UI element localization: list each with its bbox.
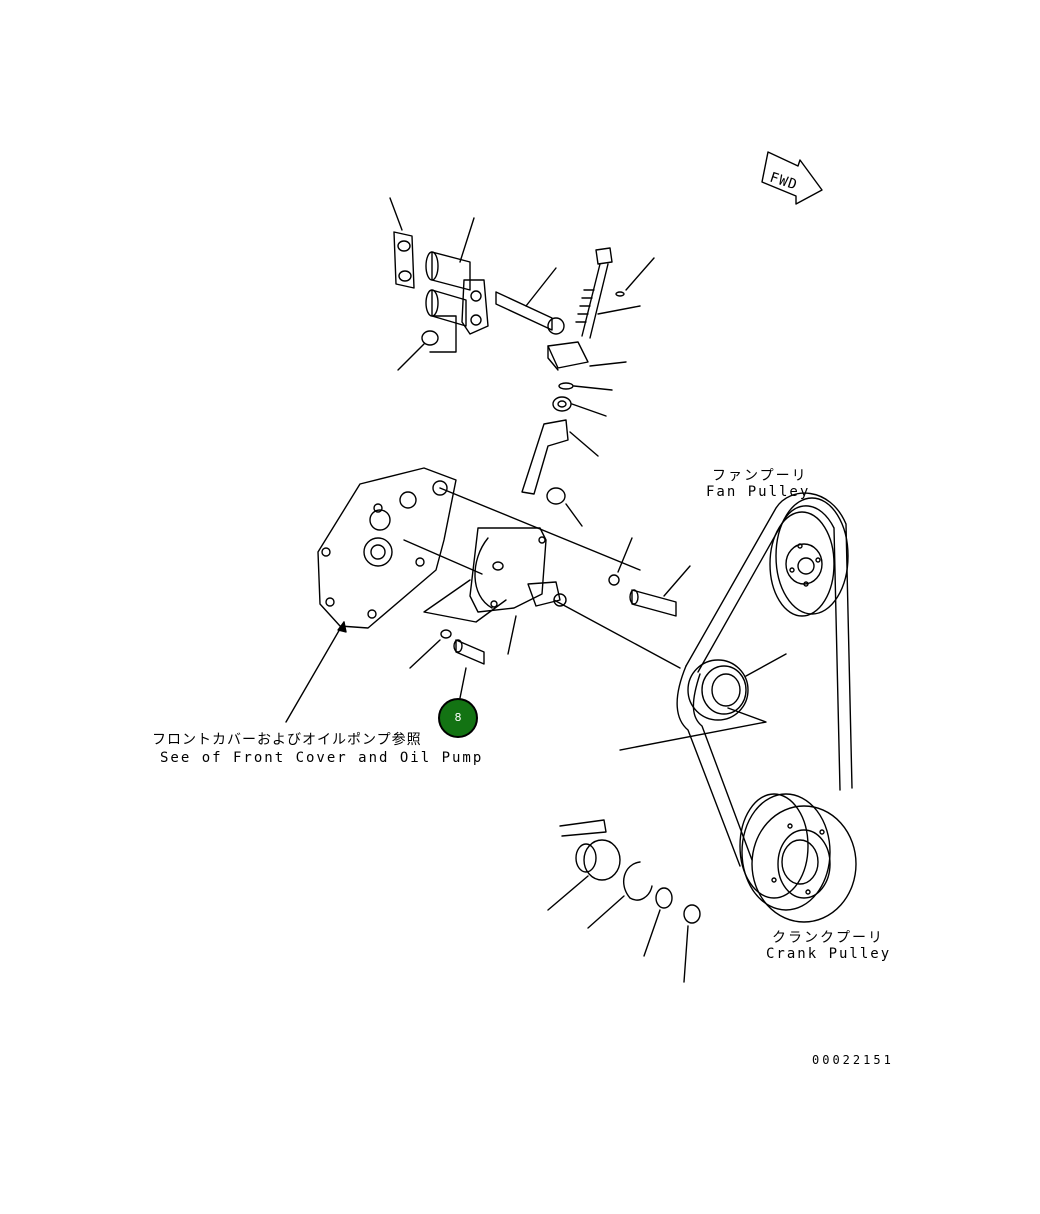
drawing-number: 00022151 [812, 1053, 894, 1067]
tension-plate [423, 527, 691, 669]
damper-and-fasteners [547, 819, 701, 983]
tension-bracket-assembly [389, 197, 655, 527]
fan-pulley-label-jp: ファンプーリ [712, 468, 808, 484]
callout-number: 8 [454, 711, 462, 724]
stud-and-washer [409, 629, 485, 699]
crank-pulley [739, 793, 857, 923]
crank-pulley-label-jp: クランクプーリ [772, 930, 884, 946]
v-belt [676, 492, 853, 867]
idler-pulley [619, 653, 787, 751]
part-callout-8[interactable]: 8 [438, 698, 478, 738]
front-cover-leader [285, 621, 347, 723]
fwd-arrow: FWD [761, 151, 823, 205]
fan-pulley-label-en: Fan Pulley [706, 484, 811, 500]
front-cover-label-jp: フロントカバーおよびオイルポンプ参照 [152, 732, 422, 748]
fan-pulley [769, 497, 849, 617]
crank-pulley-label-en: Crank Pulley [766, 946, 892, 962]
front-cover-label-en: See of Front Cover and Oil Pump [160, 750, 484, 766]
front-cover-plate [317, 467, 641, 629]
fwd-text: FWD [768, 170, 800, 194]
